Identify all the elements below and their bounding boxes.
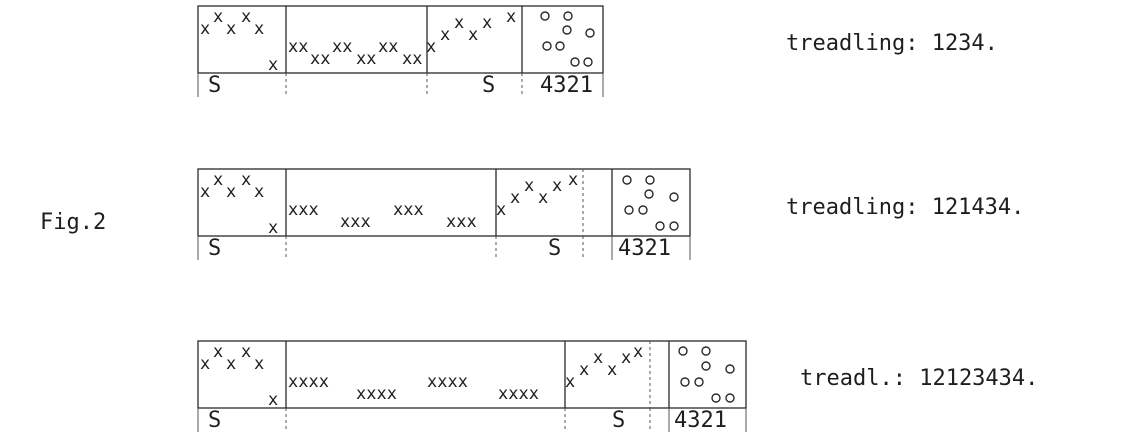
draft-diagram-2: x x x x x x xxx xxx xxx xxx x x x x x x … [197,168,1024,261]
tieup-circle [725,364,735,374]
x-mark: x [200,182,210,202]
tieup-circle [583,57,593,67]
x-mark: xx [356,49,376,69]
x-mark: x [496,200,506,220]
x-mark: x [226,19,236,39]
draft-diagram-3: x x x x x x xxxx xxxx xxxx xxxx x x x x … [197,340,1038,433]
x-mark: xxx [340,212,371,232]
tieup-circle [555,41,565,51]
x-mark: xx [310,49,330,69]
tieup-circle [694,377,704,387]
x-mark: x [268,218,278,238]
tieup-circle [570,57,580,67]
x-mark: x [510,188,520,208]
x-mark: x [241,342,251,362]
s-label: S [208,236,221,261]
treadling-label: treadling: 121434. [786,195,1024,220]
s-label: S [482,73,495,98]
tieup-circle [655,221,665,231]
tieup-numbers: 4321 [674,408,727,433]
x-mark: x [568,170,578,190]
x-mark: xx [378,37,398,57]
tieup-circle [669,192,679,202]
x-mark: x [254,182,264,202]
x-mark: x [593,348,603,368]
x-mark: x [254,354,264,374]
x-mark: x [213,342,223,362]
x-mark: x [468,25,478,45]
x-mark: xxxx [288,372,329,392]
s-label: S [208,408,221,433]
s-label: S [548,236,561,261]
x-mark: x [633,342,643,362]
tieup-circle [624,205,634,215]
tieup-numbers: 4321 [618,236,671,261]
figure-label: Fig.2 [40,210,106,235]
x-mark: x [226,354,236,374]
tieup-circle [645,175,655,185]
tieup-circle [711,393,721,403]
x-mark: x [268,55,278,75]
tieup-circle [644,189,654,199]
x-mark: x [268,390,278,410]
x-mark: x [607,360,617,380]
x-mark: x [552,176,562,196]
tieup-circle [585,28,595,38]
x-mark: x [241,7,251,27]
x-mark: xx [288,37,308,57]
s-label: S [612,408,625,433]
x-mark: xx [332,37,352,57]
tieup-circle [562,25,572,35]
tieup-circle [638,205,648,215]
x-mark: xxx [446,212,477,232]
x-mark: x [241,170,251,190]
x-mark: x [621,348,631,368]
x-mark: xxxx [356,384,397,404]
x-mark: x [426,37,436,57]
s-label: S [208,73,221,98]
x-mark: xxx [393,200,424,220]
x-mark: x [254,19,264,39]
threading-box [197,340,747,409]
x-mark: x [579,360,589,380]
x-mark: x [538,188,548,208]
treadling-label: treadling: 1234. [786,31,998,56]
treadling-label: treadl.: 12123434. [800,366,1038,391]
x-mark: xxx [288,200,319,220]
tieup-circle [622,175,632,185]
draft-diagram-1: x x x x x x xx xx xx xx xx xx x x x x x … [197,5,998,98]
threading-box [197,168,691,237]
x-mark: x [213,170,223,190]
x-mark: x [226,182,236,202]
x-mark: x [200,354,210,374]
x-mark: x [482,13,492,33]
x-mark: xxxx [498,384,539,404]
tieup-circle [678,346,688,356]
x-mark: x [506,7,516,27]
tieup-circle [563,11,573,21]
x-mark: x [213,7,223,27]
tieup-circle [725,393,735,403]
tieup-circle [540,11,550,21]
x-mark: xx [402,49,422,69]
x-mark: x [565,372,575,392]
tieup-circle [542,41,552,51]
x-mark: xxxx [427,372,468,392]
tieup-numbers: 4321 [540,73,593,98]
x-mark: x [454,13,464,33]
threading-box [197,5,604,74]
tieup-circle [680,377,690,387]
x-mark: x [440,25,450,45]
tieup-circle [669,221,679,231]
x-mark: x [200,19,210,39]
tieup-circle [701,346,711,356]
tieup-circle [701,361,711,371]
x-mark: x [524,176,534,196]
